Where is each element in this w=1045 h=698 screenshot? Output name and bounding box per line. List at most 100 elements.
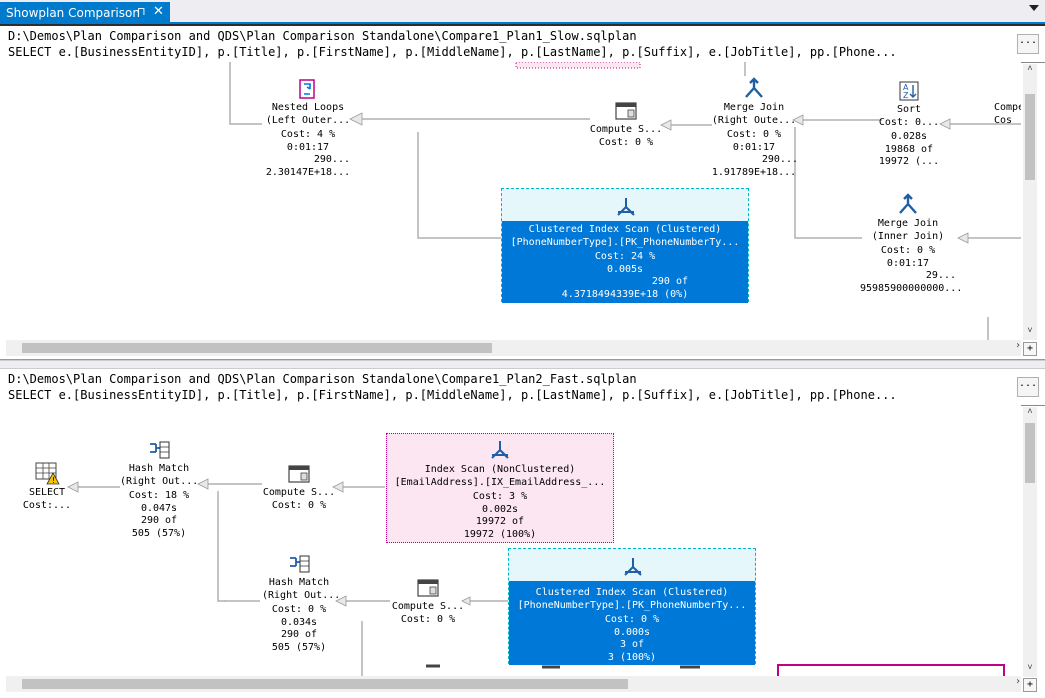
op-time: 0:01:17 (886, 257, 930, 269)
tab-showplan-comparison[interactable]: Showplan Comparison ⊓ ✕ (0, 2, 170, 24)
hash-match-icon (290, 555, 310, 573)
op-cost: Cost: 18 % (128, 490, 190, 501)
op-time: 0.000s (613, 626, 651, 638)
bottom-hash-match-op[interactable]: Hash Match (Right Out... Cost: 18 % 0.04… (120, 439, 198, 540)
svg-text:!: ! (52, 476, 55, 485)
bottom-plan-header: D:\Demos\Plan Comparison and QDS\Plan Co… (0, 369, 1045, 406)
bottom-plan-query: SELECT e.[BusinessEntityID], p.[Title], … (8, 388, 897, 402)
scroll-up-icon[interactable]: ˄ (1027, 407, 1033, 417)
op-cost: Cost: 0 % (726, 129, 782, 140)
clustered-index-scan-icon (624, 558, 642, 576)
chevron-down-icon[interactable] (1029, 5, 1039, 11)
top-compute-scalar-edge-op[interactable]: Compe Cos (994, 102, 1021, 127)
close-icon[interactable]: ✕ (153, 4, 164, 19)
index-scan-icon (491, 441, 509, 459)
op-cost: Cost: 0 % (400, 613, 456, 625)
compute-scalar-icon (615, 102, 637, 120)
scroll-right-icon[interactable]: › (1014, 676, 1021, 687)
bottom-select-op[interactable]: ! SELECT Cost:... (18, 461, 76, 512)
op-cost: Cost: 0... (878, 116, 940, 128)
top-nested-loops-op[interactable]: Nested Loops (Left Outer... Cost: 4 % 0:… (262, 78, 354, 179)
top-horizontal-scrollbar[interactable]: › (6, 340, 1021, 356)
bottom-expand-query-button[interactable]: ... (1017, 377, 1039, 397)
op-label: Sort (896, 104, 922, 115)
op-label: Nested Loops (271, 102, 345, 113)
op-label: Compute S... (589, 124, 663, 135)
sort-icon: AZ (899, 81, 919, 101)
pin-icon[interactable]: ⊓ (137, 5, 146, 18)
op-time: 0.047s (140, 502, 178, 514)
op-rows: 3 of (619, 639, 645, 650)
op-rows: 29... (925, 270, 956, 281)
op-time: 0:01:17 (732, 141, 776, 153)
op-sublabel: (Right Out... (120, 475, 199, 487)
scroll-down-icon[interactable]: ˅ (1027, 326, 1033, 336)
bottom-plan-edges (67, 478, 700, 676)
op-sublabel: (Inner Join) (871, 230, 945, 242)
op-sublabel: (Right Out... (262, 589, 341, 601)
top-merge-join-inner-op[interactable]: Merge Join (Inner Join) Cost: 0 % 0:01:1… (860, 192, 962, 295)
pane-splitter[interactable] (0, 360, 1045, 369)
op-estimate: 505 (57%) (131, 527, 187, 539)
clustered-index-scan-icon (617, 198, 635, 216)
bottom-clustered-index-scan-op[interactable]: Clustered Index Scan (Clustered) [PhoneN… (508, 548, 756, 665)
scroll-up-icon[interactable]: ˄ (1027, 64, 1033, 74)
op-rows: 290 of (651, 276, 688, 287)
scroll-thumb[interactable] (22, 679, 628, 689)
bottom-plan-canvas[interactable]: ! SELECT Cost:... Hash Match (Right Out.… (0, 405, 1021, 676)
op-sublabel: [PhoneNumberType].[PK_PhoneNumberTy... (510, 236, 740, 248)
nested-loops-icon (299, 79, 315, 99)
op-estimate: 2.30147E+18... (265, 166, 351, 178)
tab-title: Showplan Comparison (6, 6, 140, 20)
op-rows: 290... (313, 154, 350, 165)
op-time: 0.002s (481, 503, 519, 515)
top-plan-edges (229, 62, 1021, 340)
op-label: Hash Match (128, 463, 190, 474)
op-estimate: 3 (100%) (607, 651, 657, 663)
bottom-compute-scalar-2-op[interactable]: Compute S... Cost: 0 % (390, 577, 466, 626)
scroll-thumb[interactable] (1025, 94, 1035, 180)
op-rows: 19972 of (475, 516, 525, 527)
op-label: Merge Join (877, 218, 939, 229)
op-estimate: 19972 (... (878, 156, 940, 167)
op-label: Compute S... (391, 601, 465, 612)
op-label: Hash Match (268, 577, 330, 588)
top-plan-path: D:\Demos\Plan Comparison and QDS\Plan Co… (8, 29, 637, 43)
top-clustered-index-scan-op[interactable]: Clustered Index Scan (Clustered) [PhoneN… (501, 188, 749, 303)
op-sublabel: (Left Outer... (265, 114, 351, 126)
op-label: Merge Join (723, 102, 785, 113)
bottom-highlighted-op-partial[interactable] (777, 664, 1005, 676)
top-plan-pane: D:\Demos\Plan Comparison and QDS\Plan Co… (0, 26, 1045, 360)
top-expand-query-button[interactable]: ... (1017, 34, 1039, 54)
op-cost: Cost:... (22, 499, 72, 511)
scroll-right-icon[interactable]: › (1014, 340, 1021, 351)
op-estimate: 19972 (100%) (463, 528, 537, 540)
op-cost: Cost: 4 % (280, 129, 336, 140)
op-label: Clustered Index Scan (Clustered) (535, 587, 729, 598)
top-merge-join-op[interactable]: Merge Join (Right Oute... Cost: 0 % 0:01… (710, 76, 798, 179)
top-zoom-corner-button[interactable]: + (1023, 342, 1037, 356)
op-rows: 290... (761, 154, 798, 165)
scroll-down-icon[interactable]: ˅ (1027, 663, 1033, 673)
op-time: 0.028s (890, 131, 928, 142)
top-compute-scalar-op[interactable]: Compute S... Cost: 0 % (588, 100, 664, 149)
top-vertical-scrollbar[interactable]: ˄ ˅ (1023, 64, 1037, 340)
op-sublabel: (Right Oute... (711, 114, 797, 126)
op-sublabel: [EmailAddress].[IX_EmailAddress_... (394, 476, 606, 488)
scroll-thumb[interactable] (22, 343, 492, 353)
bottom-vertical-scrollbar[interactable]: ˄ ˅ (1023, 407, 1037, 677)
bottom-compute-scalar-op[interactable]: Compute S... Cost: 0 % (262, 463, 336, 512)
top-plan-canvas[interactable]: Nested Loops (Left Outer... Cost: 4 % 0:… (0, 62, 1021, 340)
scroll-thumb[interactable] (1025, 423, 1035, 483)
hash-match-icon (150, 441, 170, 459)
merge-join-icon (745, 77, 763, 98)
op-label: Clustered Index Scan (Clustered) (528, 224, 722, 235)
op-estimate: 1.91789E+18... (711, 166, 797, 178)
bottom-zoom-corner-button[interactable]: + (1023, 678, 1037, 692)
bottom-horizontal-scrollbar[interactable]: › (6, 676, 1021, 692)
bottom-hash-match-2-op[interactable]: Hash Match (Right Out... Cost: 0 % 0.034… (262, 553, 341, 654)
svg-text:Z: Z (903, 91, 909, 100)
op-rows: 19868 of (884, 143, 934, 155)
bottom-index-scan-op[interactable]: Index Scan (NonClustered) [EmailAddress]… (386, 433, 614, 543)
